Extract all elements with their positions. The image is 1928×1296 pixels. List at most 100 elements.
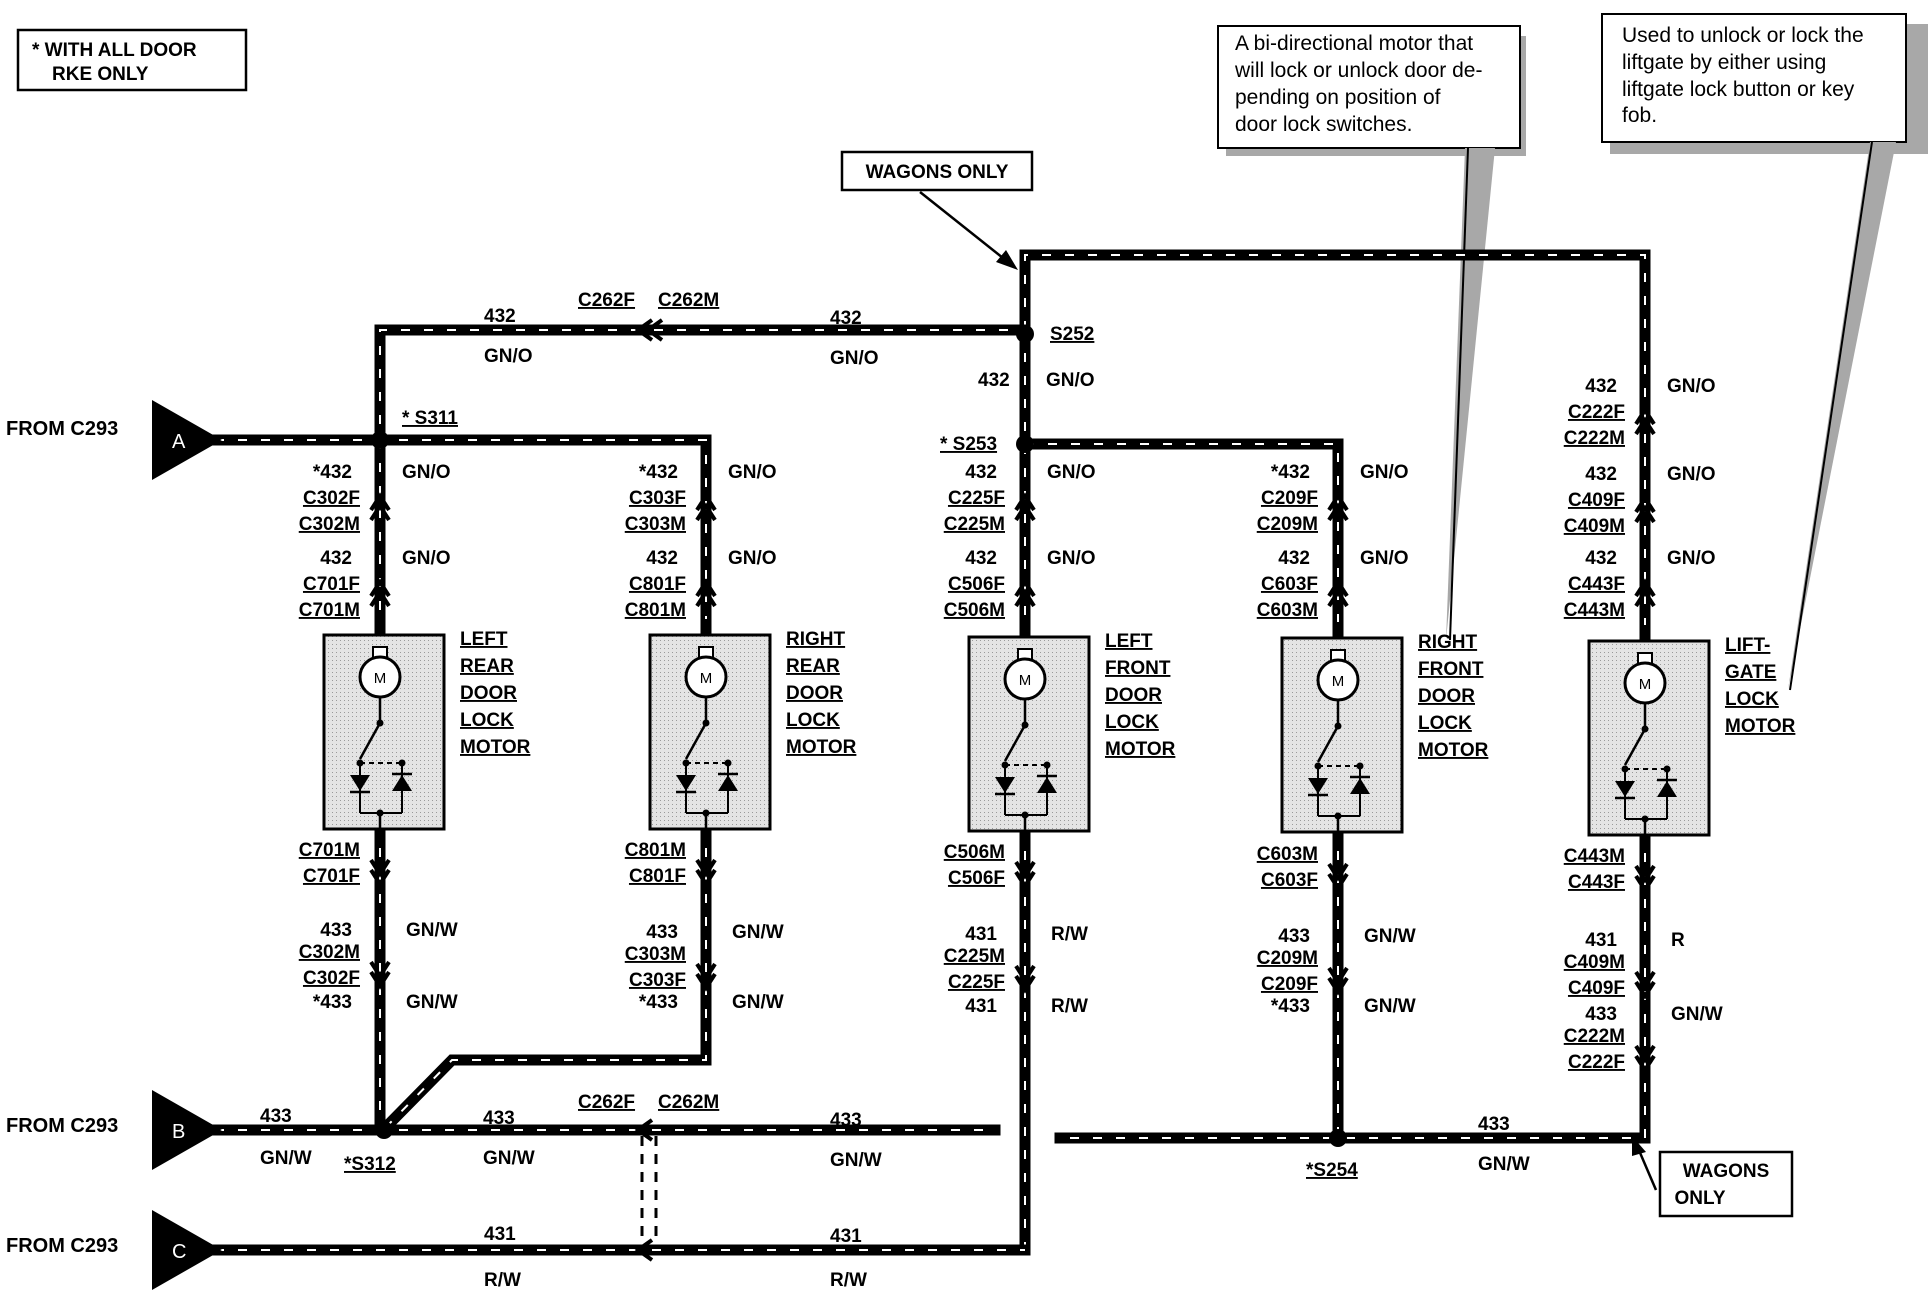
upper-conn-m: C801M	[625, 600, 686, 621]
note-liftgate: Used to unlock or lock the liftgate by e…	[1601, 13, 1928, 691]
upper-conn-m: C303M	[625, 514, 686, 535]
right-run-circuit: 433	[1478, 1114, 1510, 1135]
b-run-circuit-2: 433	[483, 1108, 515, 1129]
motor-name-line: LEFT	[1105, 631, 1153, 652]
top-run-circuit-left: 432	[484, 306, 516, 327]
input-b-label: FROM C293	[6, 1115, 118, 1137]
lower-circuit: 433	[1585, 1004, 1617, 1025]
motor-name-line: MOTOR	[1418, 740, 1489, 761]
upper-circuit: 432	[646, 548, 678, 569]
upper-color: GN/O	[1047, 462, 1096, 483]
c-run-circuit-1: 431	[484, 1224, 516, 1245]
note-bi-line-3: pending on position of	[1235, 86, 1441, 109]
input-a-letter: A	[172, 431, 186, 453]
lower-conn-f: C409F	[1568, 978, 1625, 999]
top-run-color-right: GN/O	[830, 348, 879, 369]
top-run-circuit-right: 432	[830, 308, 862, 329]
motor-symbol: M	[1019, 672, 1032, 689]
upper-conn-f: C303F	[629, 488, 686, 509]
lower-color: R	[1671, 930, 1685, 951]
b-run-color-1: GN/W	[260, 1148, 312, 1169]
upper-color: GN/O	[1360, 462, 1409, 483]
lower-color: R/W	[1051, 924, 1088, 945]
lower-circuit: 433	[320, 920, 352, 941]
lower-conn-m: C701M	[299, 840, 360, 861]
upper-conn-f: C222F	[1568, 402, 1625, 423]
motor-name-line: MOTOR	[460, 737, 531, 758]
c-run-color-1: R/W	[484, 1270, 521, 1291]
upper-color: GN/O	[728, 548, 777, 569]
motor-name-line: LOCK	[1105, 712, 1159, 733]
motor-name-line: LOCK	[786, 710, 840, 731]
bottom-run-labels: 433 GN/W 433 GN/W C262F C262M 433 GN/W 4…	[260, 1092, 1530, 1291]
lower-conn-f: C603F	[1261, 870, 1318, 891]
motor-name-line: GATE	[1725, 662, 1776, 683]
upper-color: GN/O	[1667, 548, 1716, 569]
lower-conn-f: C506F	[948, 868, 1005, 889]
lower-circuit: 431	[965, 924, 997, 945]
b-run-color-2: GN/W	[483, 1148, 535, 1169]
lower-conn-f: C701F	[303, 866, 360, 887]
lower-color: R/W	[1051, 996, 1088, 1017]
upper-conn-m: C409M	[1564, 516, 1625, 537]
splice-s254: *S254	[1306, 1129, 1358, 1181]
motor-name-line: DOOR	[786, 683, 843, 704]
lower-conn-f: C801F	[629, 866, 686, 887]
input-c-letter: C	[172, 1241, 186, 1263]
note-bidirectional: A bi-directional motor that will lock or…	[1217, 25, 1526, 641]
input-c: FROM C293 C	[6, 1210, 222, 1290]
upper-conn-m: C209M	[1257, 514, 1318, 535]
input-c-label: FROM C293	[6, 1235, 118, 1257]
upper-conn-m: C506M	[944, 600, 1005, 621]
upper-conn-m: C443M	[1564, 600, 1625, 621]
motor-name-line: LOCK	[1725, 689, 1779, 710]
input-a-label: FROM C293	[6, 418, 118, 440]
motor-name-line: RIGHT	[1418, 632, 1478, 653]
motor-name-line: MOTOR	[1725, 716, 1796, 737]
splice-s311-label: * S311	[402, 408, 458, 429]
top-run-color-left: GN/O	[484, 346, 533, 367]
lower-conn-f: C225F	[948, 972, 1005, 993]
note-lg-line-1: Used to unlock or lock the	[1622, 24, 1864, 47]
upper-conn-m: C603M	[1257, 600, 1318, 621]
upper-conn-m: C701M	[299, 600, 360, 621]
lower-circuit: 433	[646, 922, 678, 943]
motor-name-line: RIGHT	[786, 629, 846, 650]
lower-circuit: *433	[1271, 996, 1310, 1017]
s252-down-circuit: 432	[978, 370, 1010, 391]
upper-conn-f: C409F	[1568, 490, 1625, 511]
upper-circuit: 432	[320, 548, 352, 569]
upper-circuit: 432	[1585, 376, 1617, 397]
lower-conn-m: C801M	[625, 840, 686, 861]
upper-conn-f: C302F	[303, 488, 360, 509]
upper-conn-f: C801F	[629, 574, 686, 595]
right-run-color: GN/W	[1478, 1154, 1530, 1175]
lower-conn-m: C603M	[1257, 844, 1318, 865]
upper-circuit: 432	[965, 462, 997, 483]
wire-harness	[209, 249, 1651, 1256]
lower-circuit: 431	[1585, 930, 1617, 951]
lower-circuit: *433	[313, 992, 352, 1013]
input-b-letter: B	[172, 1121, 185, 1143]
note-bi-line-1: A bi-directional motor that	[1235, 32, 1473, 55]
splice-s252: S252	[1016, 324, 1094, 345]
upper-conn-f: C225F	[948, 488, 1005, 509]
motor-name-line: REAR	[786, 656, 840, 677]
lower-conn-f: C443F	[1568, 872, 1625, 893]
lower-conn-f: C222F	[1568, 1052, 1625, 1073]
upper-color: GN/O	[728, 462, 777, 483]
motor-name-line: DOOR	[460, 683, 517, 704]
legend-line-2: RKE ONLY	[52, 64, 149, 85]
lower-color: GN/W	[732, 992, 784, 1013]
input-b: FROM C293 B	[6, 1090, 222, 1170]
motor-name-line: LOCK	[1418, 713, 1472, 734]
upper-color: GN/O	[1047, 548, 1096, 569]
wagons-only-top-label: WAGONS ONLY	[866, 162, 1009, 183]
